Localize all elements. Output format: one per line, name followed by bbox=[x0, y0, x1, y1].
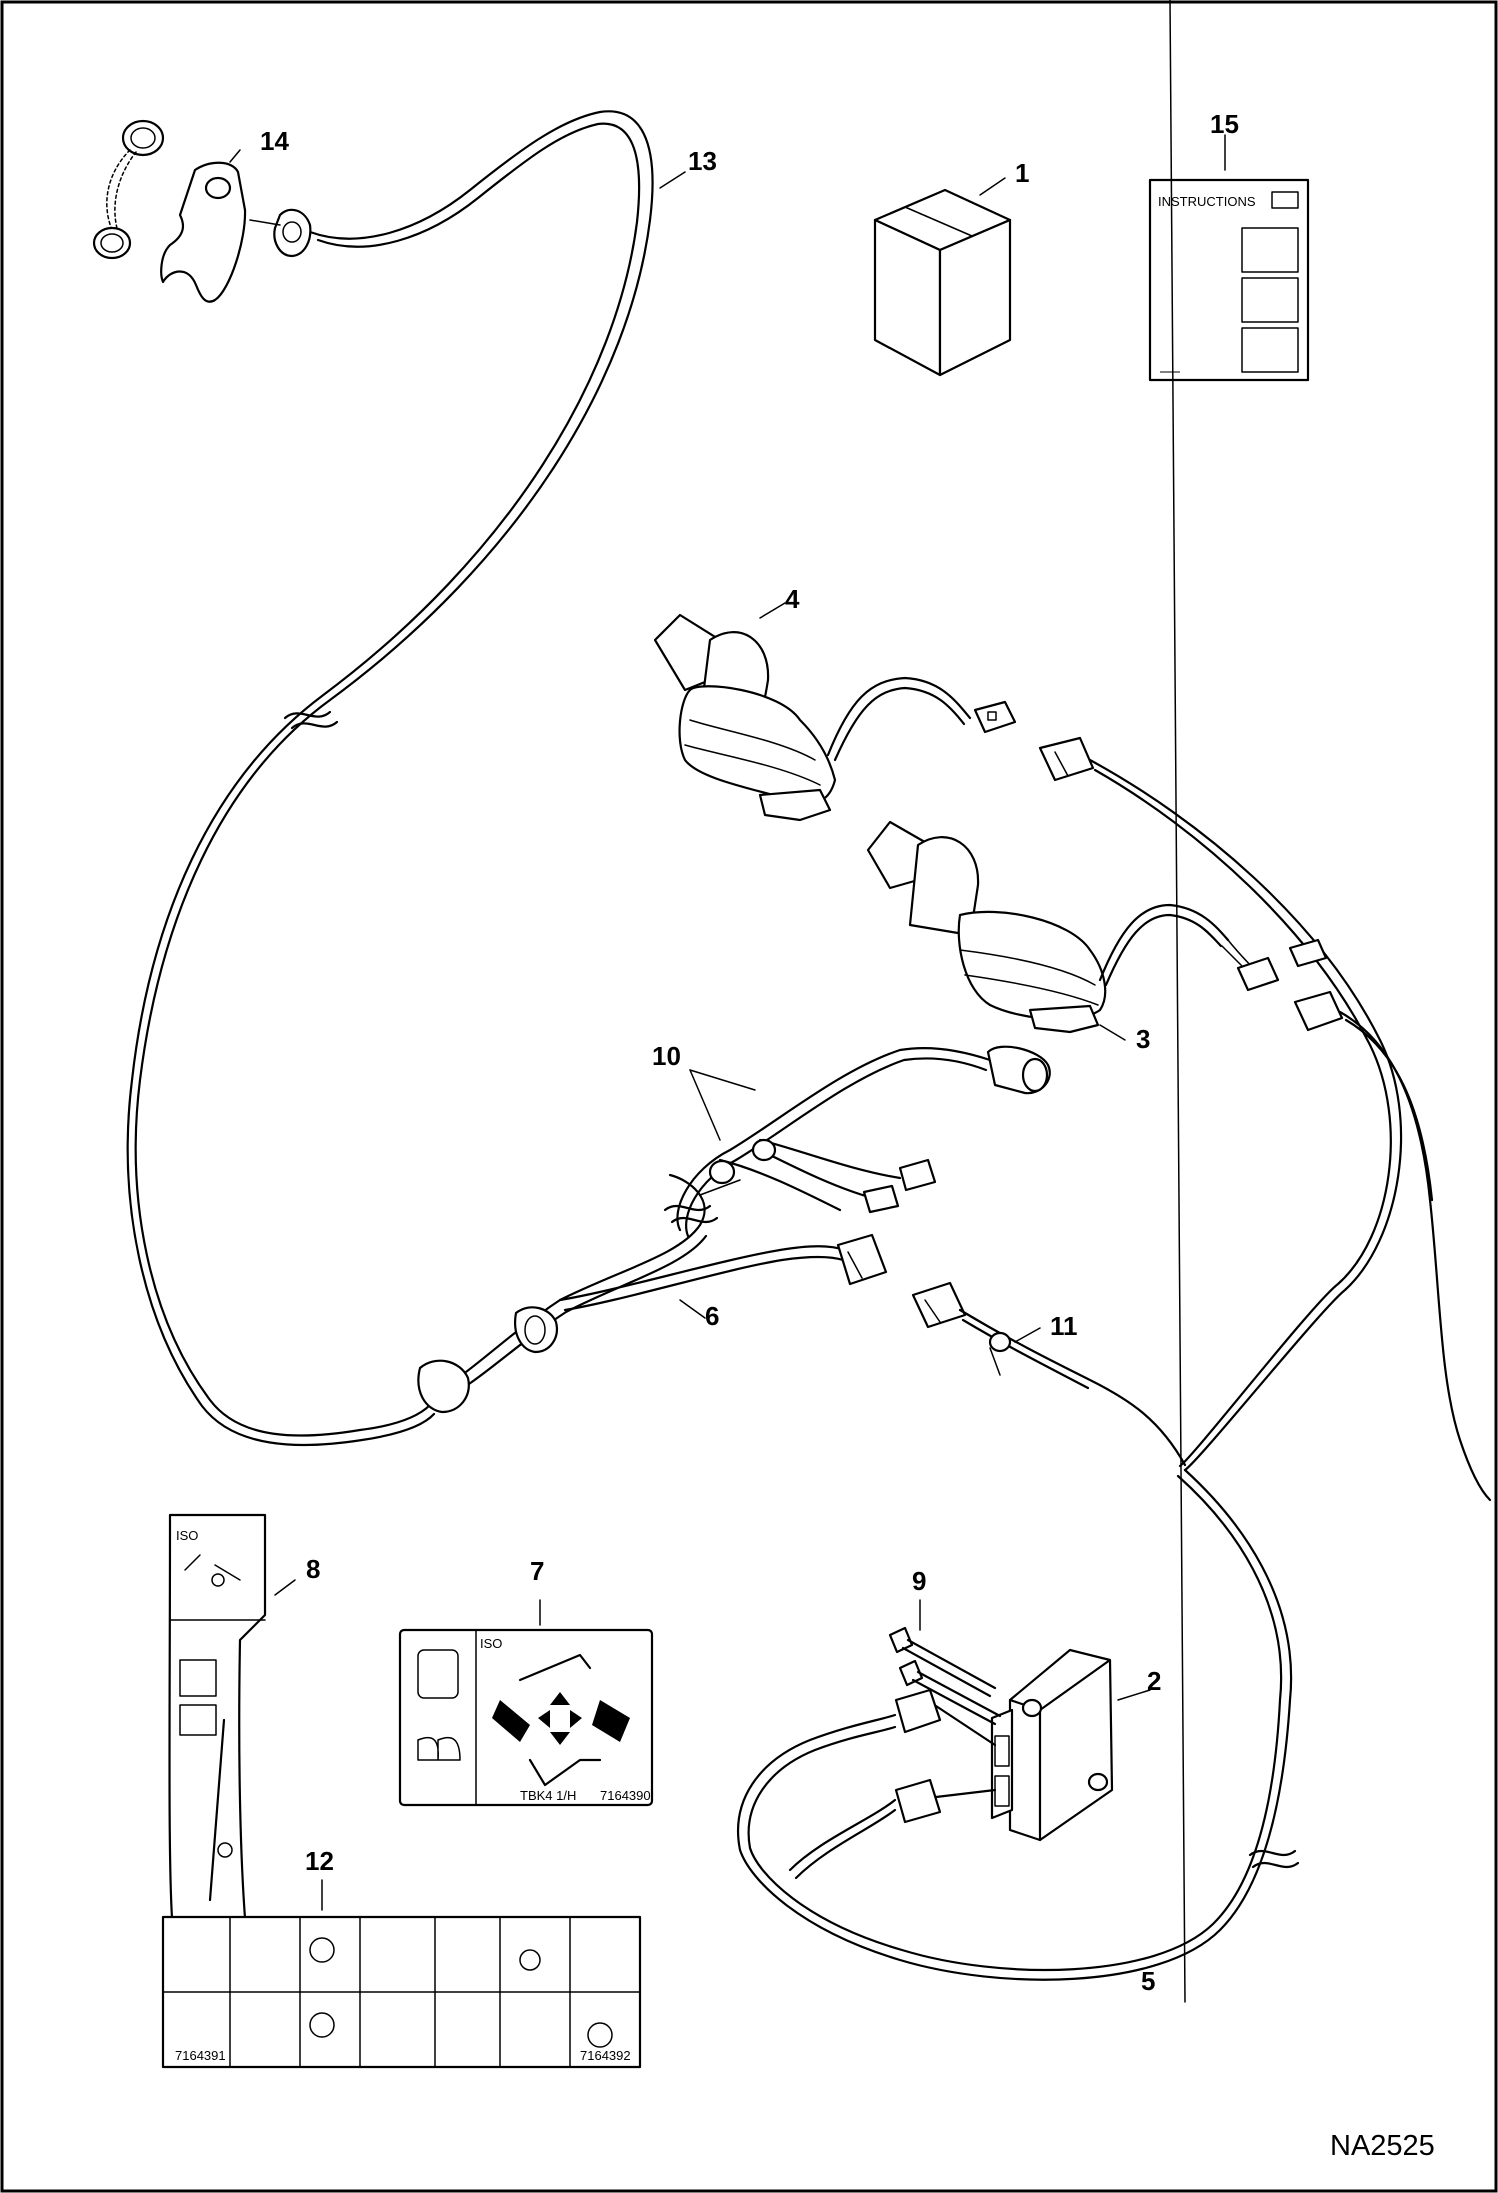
cap-and-bracket-14 bbox=[92, 119, 312, 303]
box-1 bbox=[873, 188, 1012, 377]
harness-6 bbox=[417, 1173, 1187, 1467]
callout-1: 1 bbox=[1015, 158, 1029, 188]
callout-3: 3 bbox=[1136, 1024, 1150, 1054]
callout-13: 13 bbox=[688, 146, 717, 176]
sensor-harness-10 bbox=[676, 1045, 1051, 1238]
joystick-3 bbox=[866, 820, 1492, 1502]
instructions-title: INSTRUCTIONS bbox=[1158, 194, 1256, 209]
callout-15: 15 bbox=[1210, 109, 1239, 139]
drawing-number: NA2525 bbox=[1330, 2130, 1435, 2162]
joystick-4 bbox=[653, 613, 1403, 1472]
callout-10: 10 bbox=[652, 1041, 681, 1071]
decal7-iso-label: ISO bbox=[480, 1636, 502, 1651]
callout-9: 9 bbox=[912, 1566, 926, 1596]
instructions-sheet-15: INSTRUCTIONS bbox=[1148, 178, 1310, 382]
decal8-iso-label: ISO bbox=[176, 1528, 198, 1543]
callout-6: 6 bbox=[705, 1301, 719, 1331]
callout-8: 8 bbox=[306, 1554, 320, 1584]
decal7-left-code: TBK4 1/H bbox=[520, 1788, 576, 1803]
harness-5 bbox=[737, 1468, 1300, 1981]
decal-8: ISO bbox=[168, 1513, 267, 1920]
decal12-left-code: 7164391 bbox=[175, 2048, 226, 2063]
callout-7: 7 bbox=[530, 1556, 544, 1586]
callout-2: 2 bbox=[1147, 1666, 1161, 1696]
bolts-9 bbox=[888, 1626, 1002, 1726]
callout-5: 5 bbox=[1141, 1966, 1155, 1996]
callout-leaders bbox=[229, 0, 1226, 2003]
callout-numbers: 1 2 3 4 5 6 7 8 9 10 11 12 13 14 15 bbox=[260, 109, 1239, 1996]
callout-4: 4 bbox=[785, 584, 800, 614]
cable-harness-13 bbox=[126, 110, 654, 1447]
callout-11: 11 bbox=[1050, 1311, 1078, 1341]
callout-14: 14 bbox=[260, 126, 289, 156]
controller-2 bbox=[894, 1648, 1114, 1842]
decal-7: ISO TBK4 1/H 7164390 bbox=[398, 1628, 654, 1807]
decal7-right-code: 7164390 bbox=[600, 1788, 651, 1803]
decal-12: 7164391 7164392 bbox=[161, 1915, 642, 2069]
decal12-right-code: 7164392 bbox=[580, 2048, 631, 2063]
callout-12: 12 bbox=[305, 1846, 334, 1876]
